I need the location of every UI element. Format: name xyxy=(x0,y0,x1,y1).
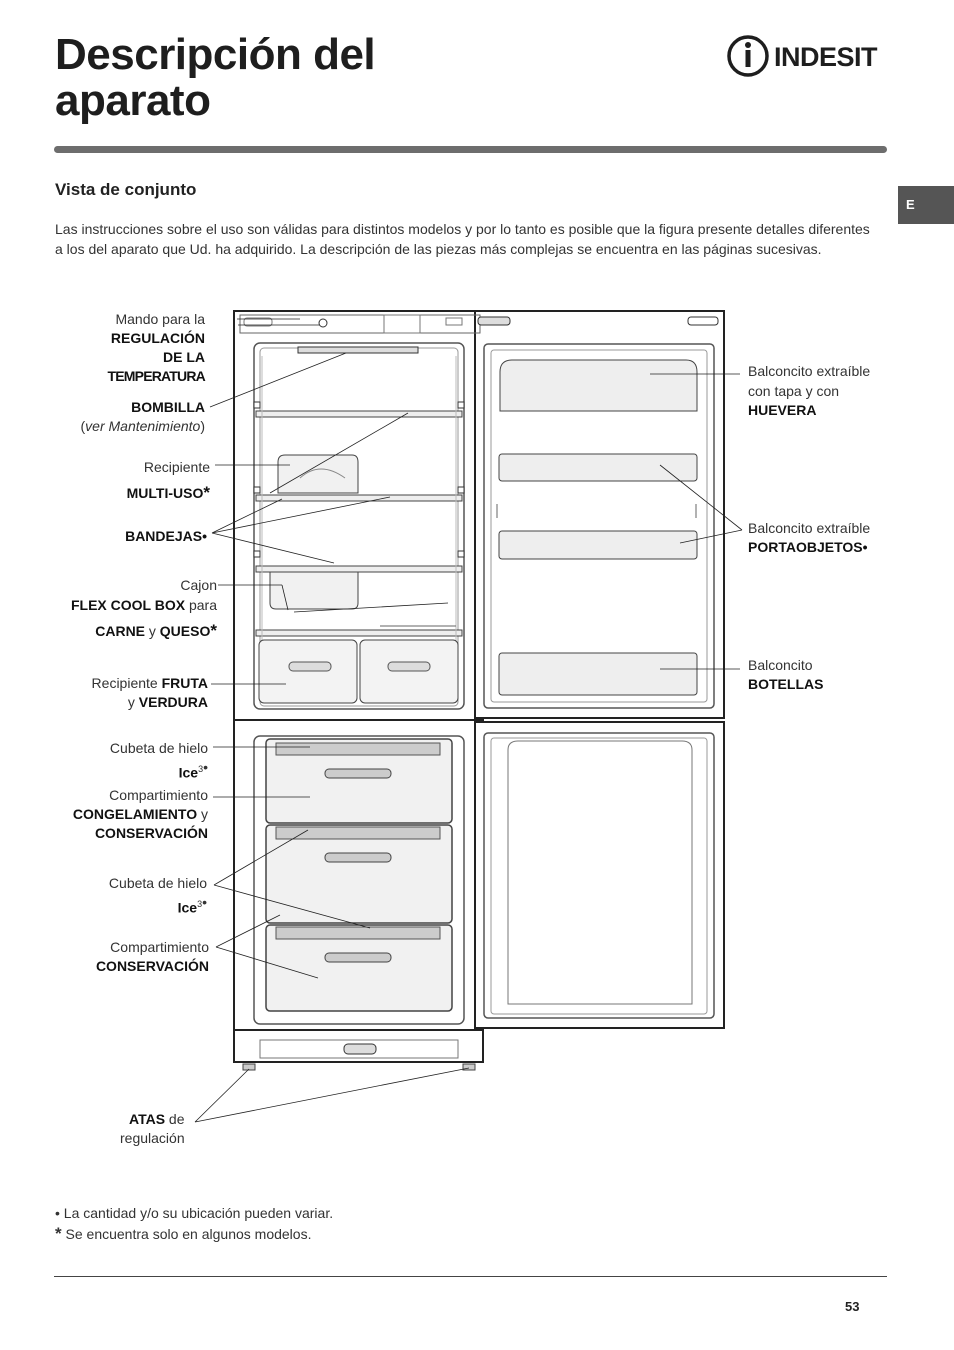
ice-tray-2 xyxy=(275,826,441,840)
label-freezing-compartment: Compartimiento CONGELAMIENTO y CONSERVAC… xyxy=(72,787,208,841)
thermostat-knob xyxy=(318,318,328,328)
label-ice-tray-2: Cubeta de hielo Ice3• xyxy=(108,875,207,916)
multi-use-box xyxy=(277,454,359,494)
note-bullet: • La cantidad y/o su ubicación pueden va… xyxy=(55,1205,334,1221)
freezer-interior xyxy=(253,735,465,1025)
ice-tray-1 xyxy=(275,742,441,756)
label-removable-balcony: Balconcito extraíble PORTAOBJETOS• xyxy=(748,520,871,555)
freezer-drawer-2 xyxy=(265,824,453,924)
balcony-2 xyxy=(498,453,698,482)
label-bottle-balcony: Balconcito BOTELLAS xyxy=(748,657,824,692)
footer-rule xyxy=(54,1276,887,1277)
label-shelves: BANDEJAS• xyxy=(125,528,207,544)
fridge-interior xyxy=(253,342,465,710)
shelf-2 xyxy=(255,494,463,502)
freezer-door xyxy=(474,721,725,1029)
brand-name: INDESIT xyxy=(774,42,878,72)
page-title-line-2: aparato xyxy=(55,76,211,125)
label-ice-tray-1: Cubeta de hielo Ice3• xyxy=(109,740,208,781)
section-title: Vista de conjunto xyxy=(55,180,197,199)
balcony-3 xyxy=(498,530,698,560)
language-tab: E xyxy=(898,186,954,224)
label-fruit-vegetable: Recipiente FRUTA y VERDURA xyxy=(91,675,208,710)
foot-left xyxy=(242,1063,256,1071)
control-strip xyxy=(239,314,481,334)
foot-right xyxy=(462,1063,476,1071)
header-rule xyxy=(54,146,887,153)
shelf-4 xyxy=(255,629,463,637)
label-storage-compartment: Compartimiento CONSERVACIÓN xyxy=(95,939,209,974)
intro-paragraph: Las instrucciones sobre el uso son válid… xyxy=(55,221,870,257)
label-egg-balcony: Balconcito extraíble con tapa y con HUEV… xyxy=(748,363,871,418)
page-title: Descripción del aparato xyxy=(55,30,376,125)
egg-balcony xyxy=(499,359,698,412)
bottle-balcony xyxy=(498,652,698,696)
page-number: 53 xyxy=(845,1299,860,1314)
lamp xyxy=(297,346,419,354)
page-title-line-1: Descripción del xyxy=(55,30,376,79)
brand-logo: INDESIT xyxy=(727,35,879,77)
label-lamp: BOMBILLA (ver Mantenimiento) xyxy=(80,399,205,434)
label-multi-use-box: Recipiente MULTI-USO* xyxy=(126,459,210,502)
label-temperature-control: Mando para la REGULACIÓN DE LA TEMPERATU… xyxy=(107,311,206,384)
note-star: * Se encuentra solo en algunos modelos. xyxy=(55,1224,312,1243)
label-flex-cool-box: Cajon FLEX COOL BOX para CARNE y QUESO* xyxy=(70,577,217,640)
freezer-drawer-1 xyxy=(265,738,453,824)
plinth xyxy=(233,1029,484,1063)
shelf-1 xyxy=(255,410,463,418)
label-adjustable-feet: ATAS de regulación xyxy=(120,1111,185,1146)
shelf-3 xyxy=(255,565,463,573)
